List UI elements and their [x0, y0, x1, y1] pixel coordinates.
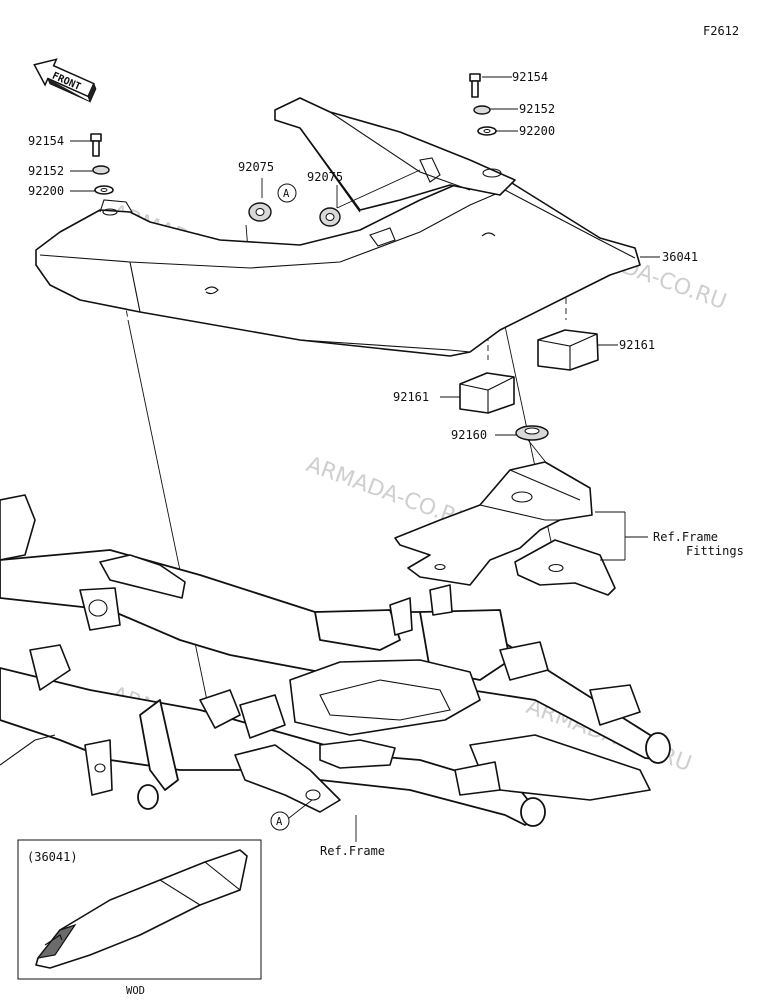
main-frame — [0, 494, 671, 827]
collar-icon — [473, 105, 491, 115]
label-pad-right: 92161 — [619, 338, 655, 352]
label-ref-frame: Ref.Frame — [320, 844, 385, 858]
pad-icon — [459, 372, 515, 414]
callout-a-bottom: A — [270, 799, 313, 831]
label-damper: 92160 — [451, 428, 487, 442]
inset-variant: (36041) WOD — [17, 839, 262, 997]
callout-a-top: A — [277, 183, 297, 203]
frame-fittings — [394, 461, 616, 596]
label-ref-frame-fittings-1: Ref.Frame — [653, 530, 718, 544]
part-labels: 92154 92152 92200 92154 92152 92200 9207… — [28, 70, 744, 858]
seat-cover — [35, 97, 641, 357]
inset-part-number: (36041) — [27, 850, 78, 864]
grommet-icon — [319, 207, 341, 227]
label-grommet-b: 92075 — [307, 170, 343, 184]
callout-a-bottom-label: A — [276, 816, 283, 828]
inset-variant-label: WOD — [126, 985, 145, 997]
bolt-icon — [469, 73, 481, 98]
label-bolt-left: 92154 — [28, 134, 64, 148]
label-washer-right: 92200 — [519, 124, 555, 138]
label-collar-right: 92152 — [519, 102, 555, 116]
label-grommet-a: 92075 — [238, 160, 274, 174]
washer-icon — [94, 185, 114, 195]
label-washer-left: 92200 — [28, 184, 64, 198]
label-bolt-right: 92154 — [512, 70, 548, 84]
label-ref-frame-fittings-2: Fittings — [686, 544, 744, 558]
damper-icon — [515, 425, 549, 441]
washer-icon — [477, 126, 497, 136]
label-seat-cover: 36041 — [662, 250, 698, 264]
figure-code: F2612 — [703, 24, 739, 38]
leader-lines — [70, 76, 660, 842]
label-collar-left: 92152 — [28, 164, 64, 178]
pad-icon — [537, 329, 599, 371]
label-pad-left: 92161 — [393, 390, 429, 404]
bolt-icon — [90, 133, 102, 157]
front-arrow-icon: FRONT — [33, 58, 97, 103]
grommet-icon — [248, 202, 272, 222]
callout-a-top-label: A — [283, 188, 290, 200]
collar-icon — [92, 165, 110, 175]
